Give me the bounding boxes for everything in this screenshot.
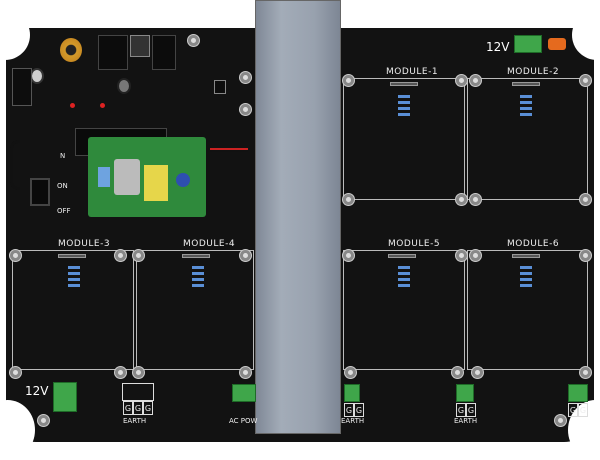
header [390,82,418,86]
mounting-hole [10,250,21,261]
earth-label: EARTH [341,417,365,425]
g-pin-label: G [456,403,466,417]
header [58,254,86,258]
g-pin-label: G [354,403,364,417]
mounting-hole [343,194,354,205]
connector [214,80,226,94]
heatsink [152,35,176,70]
header [512,82,540,86]
connector [12,68,32,106]
earth-pads [122,383,154,401]
earth-terminal-5[interactable] [344,384,360,402]
g-pin-label: G [123,401,133,415]
toroid-inductor [60,38,82,62]
transformer [144,165,168,201]
mounting-hole [240,250,251,261]
resistors [192,266,204,269]
mounting-hole [470,194,481,205]
aluminum-heatsink-bar [255,0,341,434]
ac-power-terminal[interactable] [232,384,256,402]
mounting-hole [580,194,591,205]
fuse [548,38,566,50]
mounting-hole [456,75,467,86]
mounting-hole [555,415,566,426]
module-3-area [12,250,134,370]
mounting-hole [345,367,356,378]
voltage-regulator [130,35,150,57]
module-4-label: MODULE-4 [183,239,236,249]
mounting-hole [470,250,481,261]
mounting-hole [240,72,251,83]
mounting-hole [470,75,481,86]
g-pin-label: G [466,403,476,417]
g-pin-label: G [133,401,143,415]
header [388,254,416,258]
g-pin-label: G [568,403,578,417]
power-12v-bottom-label: 12V [25,384,49,398]
capacitor [176,173,190,187]
header [182,254,210,258]
mounting-hole [240,367,251,378]
earth-label: EARTH [123,417,147,425]
mounting-hole [115,367,126,378]
heatsink [98,35,128,70]
earth-terminal-right[interactable] [568,384,588,402]
module-2-label: MODULE-2 [507,67,560,77]
switch-n-label: N [60,152,66,160]
g-pin-label: G [344,403,354,417]
power-switch[interactable] [30,178,50,206]
mounting-hole [472,367,483,378]
led [100,103,105,108]
g-pin-label: G [143,401,153,415]
12v-terminal-bottom[interactable] [53,382,77,412]
mounting-hole [133,250,144,261]
module-6-label: MODULE-6 [507,239,560,249]
wire [10,140,20,190]
mounting-hole [580,75,591,86]
mounting-hole [343,75,354,86]
mounting-hole [38,415,49,426]
resistors [398,95,410,98]
capacitor [117,78,131,94]
module-3-label: MODULE-3 [58,239,111,249]
mounting-hole [188,35,199,46]
module-4-area [136,250,254,370]
mounting-hole [10,367,21,378]
module-6-area [467,250,588,370]
resistors [398,266,410,269]
led [70,103,75,108]
header [512,254,540,258]
mounting-hole [452,367,463,378]
capacitor [30,68,44,84]
mounting-hole [133,367,144,378]
module-1-area [343,78,465,200]
earth-label: EARTH [454,417,478,425]
module-5-area [343,250,465,370]
power-supply-module [88,137,206,217]
wire [210,148,248,152]
transformer [114,159,140,195]
12v-terminal-top[interactable] [514,35,542,53]
module-5-label: MODULE-5 [388,239,441,249]
resistors [520,266,532,269]
mounting-hole [456,194,467,205]
resistors [520,95,532,98]
switch-off-label: OFF [57,207,71,215]
module-2-area [467,78,588,200]
mounting-hole [580,367,591,378]
power-12v-top-label: 12V [486,40,510,54]
earth-terminal-6[interactable] [456,384,474,402]
mounting-hole [343,250,354,261]
mounting-hole [115,250,126,261]
mounting-hole [580,250,591,261]
resistors [68,266,80,269]
switch-on-label: ON [57,182,68,190]
mounting-hole [456,250,467,261]
mounting-hole [240,104,251,115]
capacitor [98,167,110,187]
ac-power-label: AC POW [229,417,258,425]
g-pin-label: G [578,403,588,417]
module-1-label: MODULE-1 [386,67,439,77]
